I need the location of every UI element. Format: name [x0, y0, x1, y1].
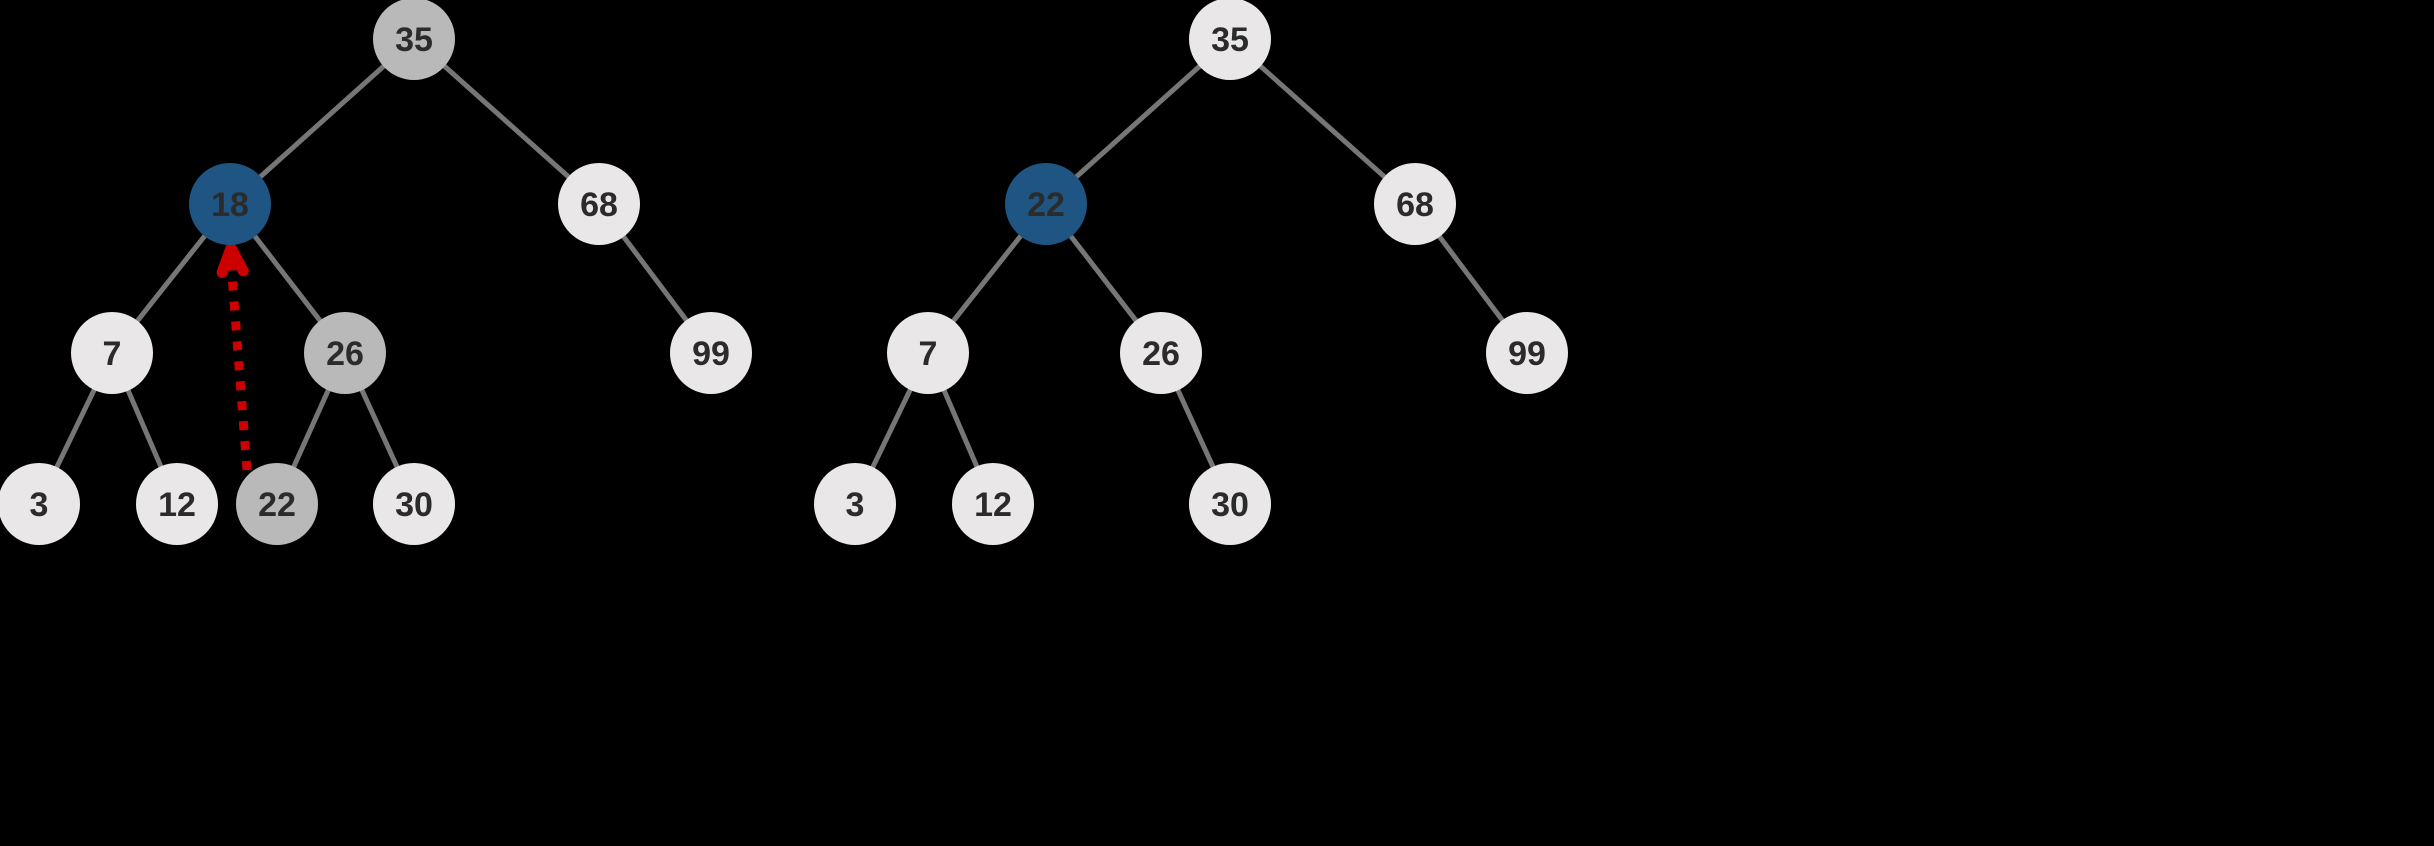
tree-node[interactable]: 99	[670, 312, 752, 394]
tree-node[interactable]: 12	[136, 463, 218, 545]
node-circle[interactable]	[952, 463, 1034, 545]
tree-edge	[950, 233, 1024, 324]
node-value-label: 22	[1027, 186, 1065, 224]
tree-node[interactable]: 68	[558, 163, 640, 245]
node-circle[interactable]	[1189, 0, 1271, 80]
tree-node[interactable]: 30	[373, 463, 455, 545]
replacement-arrow	[216, 242, 252, 471]
node-circle[interactable]	[1189, 463, 1271, 545]
tree-node[interactable]: 7	[887, 312, 969, 394]
tree-node[interactable]: 18	[189, 163, 271, 245]
node-circle[interactable]	[136, 463, 218, 545]
node-value-label: 99	[692, 335, 730, 373]
node-circle[interactable]	[236, 463, 318, 545]
node-value-label: 18	[211, 186, 249, 224]
node-circle[interactable]	[304, 312, 386, 394]
tree-edge	[125, 388, 164, 469]
tree-edge	[1175, 387, 1216, 470]
node-circle[interactable]	[814, 463, 896, 545]
node-value-label: 35	[1211, 21, 1249, 59]
pointer-shaft	[226, 261, 252, 471]
pointers-layer	[216, 242, 252, 471]
node-value-label: 7	[103, 335, 122, 373]
node-value-label: 30	[395, 486, 433, 524]
tree-node[interactable]: 30	[1189, 463, 1271, 545]
tree-node[interactable]: 35	[373, 0, 455, 80]
node-value-label: 12	[158, 486, 196, 524]
tree-edge	[1068, 233, 1139, 324]
tree-edge	[442, 63, 571, 180]
tree-edge	[621, 234, 689, 323]
tree-edge	[54, 387, 97, 470]
tree-node[interactable]: 12	[952, 463, 1034, 545]
node-circle[interactable]	[373, 463, 455, 545]
node-circle[interactable]	[558, 163, 640, 245]
node-circle[interactable]	[1005, 163, 1087, 245]
tree-edge	[1074, 63, 1202, 180]
node-value-label: 26	[1142, 335, 1180, 373]
tree-node[interactable]: 35	[1189, 0, 1271, 80]
tree-node[interactable]: 68	[1374, 163, 1456, 245]
tree-node[interactable]: 3	[814, 463, 896, 545]
node-value-label: 68	[1396, 186, 1434, 224]
tree-node[interactable]: 22	[236, 463, 318, 545]
tree-edge	[134, 233, 208, 324]
tree-edge	[870, 387, 913, 470]
tree-node[interactable]: 22	[1005, 163, 1087, 245]
node-circle[interactable]	[1374, 163, 1456, 245]
node-value-label: 3	[846, 486, 865, 524]
node-value-label: 12	[974, 486, 1012, 524]
node-value-label: 26	[326, 335, 364, 373]
node-circle[interactable]	[1120, 312, 1202, 394]
node-value-label: 30	[1211, 486, 1249, 524]
tree-edge	[941, 388, 980, 469]
pointer-arrowhead-icon	[216, 242, 249, 278]
node-value-label: 35	[395, 21, 433, 59]
node-circle[interactable]	[373, 0, 455, 80]
node-value-label: 7	[919, 335, 938, 373]
node-value-label: 3	[30, 486, 49, 524]
tree-node[interactable]: 99	[1486, 312, 1568, 394]
tree-edge	[1258, 63, 1387, 180]
node-circle[interactable]	[887, 312, 969, 394]
node-circle[interactable]	[189, 163, 271, 245]
tree-node[interactable]: 26	[1120, 312, 1202, 394]
tree-edge	[359, 387, 400, 470]
node-circle[interactable]	[71, 312, 153, 394]
node-value-label: 22	[258, 486, 296, 524]
tree-edge	[258, 63, 386, 180]
nodes-layer: 35 18 68 7 26 99 3 12 22 30 35 22 68 7 26 99 3 12 30	[0, 0, 1568, 545]
tree-node[interactable]: 3	[0, 463, 80, 545]
tree-edge	[291, 387, 331, 470]
edges-layer	[54, 63, 1505, 470]
node-circle[interactable]	[1486, 312, 1568, 394]
node-value-label: 68	[580, 186, 618, 224]
tree-edge	[1437, 234, 1505, 323]
tree-node[interactable]: 26	[304, 312, 386, 394]
node-value-label: 99	[1508, 335, 1546, 373]
tree-edge	[252, 233, 323, 324]
tree-node[interactable]: 7	[71, 312, 153, 394]
node-circle[interactable]	[0, 463, 80, 545]
node-circle[interactable]	[670, 312, 752, 394]
